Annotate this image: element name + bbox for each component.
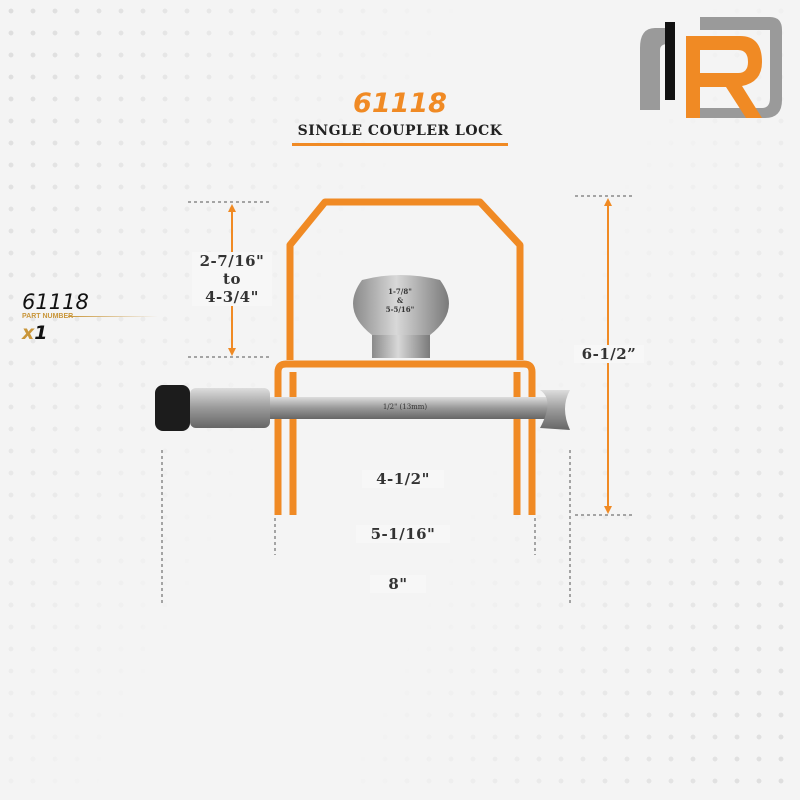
product-name: SINGLE COUPLER LOCK xyxy=(292,123,508,146)
product-number-title: 61118 xyxy=(353,88,447,119)
adjust-max: 4-3/4" xyxy=(205,288,259,306)
total-length-label: 8" xyxy=(370,575,426,593)
ball-size-b: 5-5/16" xyxy=(385,305,415,314)
height-label: 6-1/2” xyxy=(574,345,644,363)
adjust-min: 2-7/16" xyxy=(199,252,265,270)
ball-size-label: 1-7/8" & 5-5/16" xyxy=(360,287,440,314)
part-number-underline xyxy=(68,316,158,317)
quantity-prefix: x xyxy=(22,322,35,344)
ball-size-a: 1-7/8" xyxy=(388,287,412,296)
locking-pin xyxy=(155,385,570,431)
adjust-range-label: 2-7/16" to 4-3/4" xyxy=(192,252,272,306)
orange-frame xyxy=(274,198,536,515)
quantity: x1 xyxy=(22,322,48,344)
hitch-ball xyxy=(353,275,449,358)
inner-width-label: 4-1/2" xyxy=(362,470,444,488)
adjust-joiner: to xyxy=(223,270,241,288)
quantity-value: 1 xyxy=(34,322,48,344)
ball-size-joiner: & xyxy=(396,296,404,305)
outer-width-label: 5-1/16" xyxy=(356,525,450,543)
brand-logo xyxy=(640,17,782,118)
part-number: 61118 xyxy=(22,290,89,314)
part-number-label: PART NUMBER xyxy=(22,313,74,320)
pin-diameter-label: 1/2" (13mm) xyxy=(382,403,428,411)
